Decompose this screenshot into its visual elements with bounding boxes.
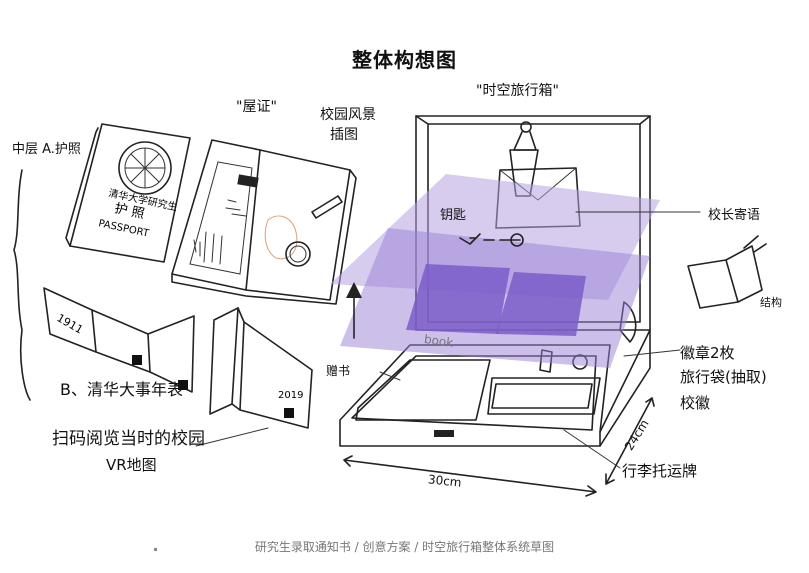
structure-label: 结构 [760, 296, 782, 309]
travel-bag-label: 旅行袋(抽取) [680, 368, 767, 386]
passport-text-2: 护 照 [113, 201, 146, 222]
page-title: 整体构想图 [352, 48, 457, 72]
structure-sketch [687, 235, 767, 309]
timeline-sketch [43, 287, 313, 429]
depth-dimension [605, 397, 655, 485]
purple-layers [330, 174, 660, 368]
middle-layer-label: 中层 A.护照 [12, 142, 81, 157]
open-book-sketch [171, 139, 357, 305]
box-name-label: "时空旅行箱" [476, 83, 559, 99]
scan-label-2: VR地图 [106, 456, 157, 474]
events-label: B、清华大事年表 [60, 380, 183, 399]
timeline-year-end: 2019 [278, 390, 303, 401]
scan-label-1: 扫码阅览当时的校园 [52, 429, 205, 449]
caption-dot [154, 548, 157, 551]
certificate-label: "屋证" [236, 99, 277, 115]
left-bracket [13, 169, 31, 401]
badges-label: 徽章2枚 [680, 344, 735, 362]
gift-book-label: 赠书 [326, 364, 351, 378]
illustration-label: 插图 [330, 127, 358, 143]
footer-caption: 研究生录取通知书 / 创意方案 / 时空旅行箱整体系统草图 [254, 540, 555, 554]
key-label: 钥匙 [440, 208, 467, 223]
luggage-tag-label: 行李托运牌 [622, 462, 698, 480]
sealed-letter-label: 校长寄语 [708, 208, 761, 223]
width-dimension [343, 455, 597, 497]
campus-scenery-label: 校园风景 [320, 107, 376, 123]
passport-sketch [65, 123, 191, 263]
timeline-year-start: 1911 [55, 311, 86, 336]
school-badge-label: 校徽 [680, 394, 711, 412]
